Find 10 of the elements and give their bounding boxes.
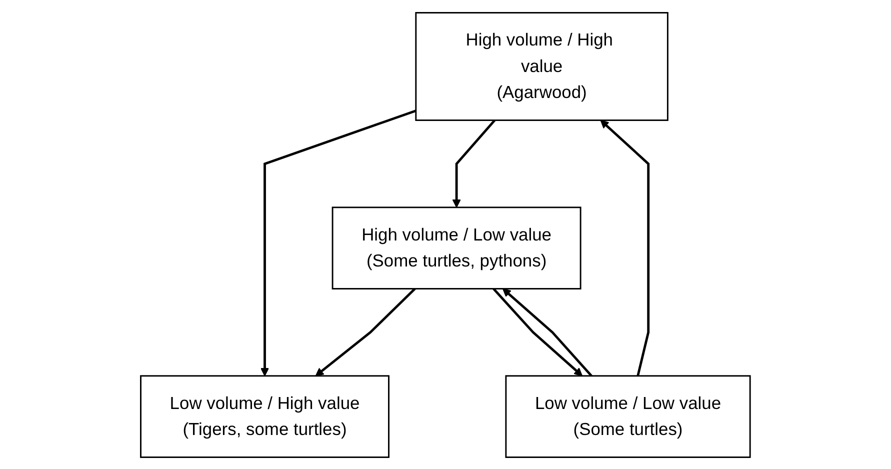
arrow	[600, 119, 650, 376]
node-box: High volume / Low value (Some turtles, pythons)	[332, 206, 582, 289]
arrow	[452, 118, 496, 208]
arrow	[492, 287, 583, 376]
arrow	[260, 109, 416, 376]
node-box: High volume / High value (Agarwood)	[415, 12, 668, 120]
node-box: Low volume / High value (Tigers, some turtles)	[140, 374, 390, 458]
arrow	[315, 287, 416, 376]
arrow	[502, 288, 593, 376]
node-box: Low volume / Low value (Some turtles)	[505, 374, 751, 458]
